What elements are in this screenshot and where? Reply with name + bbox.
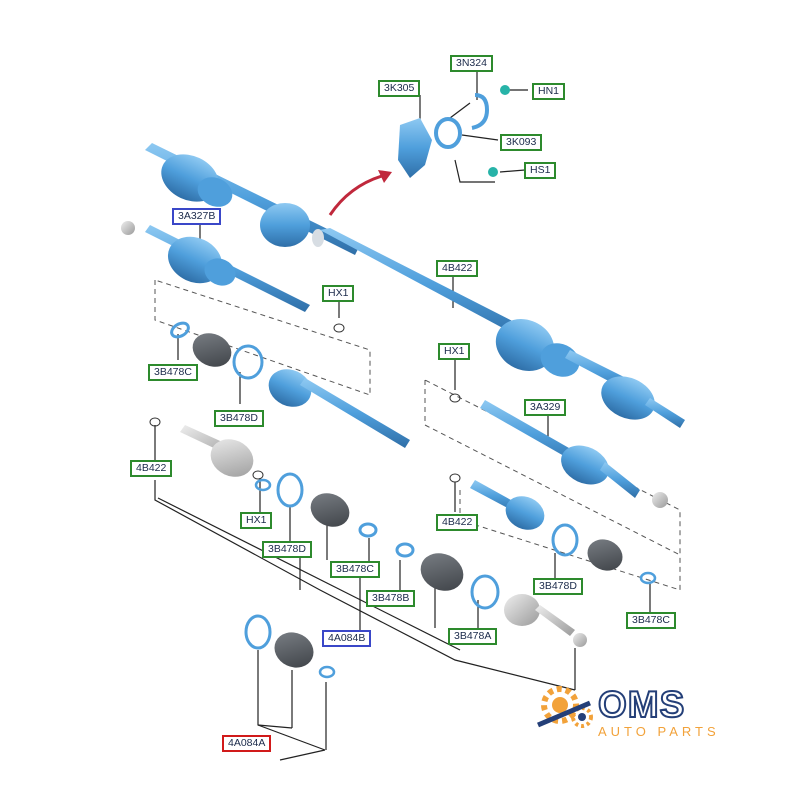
- lh-drive-shaft: [121, 221, 310, 312]
- part-label-3k093[interactable]: 3K093: [500, 134, 543, 151]
- part-label-3n324[interactable]: 3N324: [450, 55, 493, 72]
- part-label-3b478d[interactable]: 3B478D: [214, 410, 264, 427]
- part-label-3b478a[interactable]: 3B478A: [448, 628, 498, 645]
- part-label-hs1[interactable]: HS1: [524, 162, 557, 179]
- part-label-3b478c[interactable]: 3B478C: [626, 612, 676, 629]
- logo-tagline: AUTO PARTS: [598, 724, 720, 739]
- part-label-3b478c[interactable]: 3B478C: [330, 561, 380, 578]
- brand-logo: OMS AUTO PARTS: [526, 683, 786, 744]
- lower-exploded-parts: [149, 417, 657, 647]
- part-label-4a084a[interactable]: 4A084A: [222, 735, 272, 752]
- middle-exploded-parts: [449, 393, 668, 508]
- part-label-3b478d[interactable]: 3B478D: [262, 541, 312, 558]
- part-label-4b422[interactable]: 4B422: [436, 514, 479, 531]
- part-label-3b478b[interactable]: 3B478B: [366, 590, 416, 607]
- part-label-hx1[interactable]: HX1: [240, 512, 273, 529]
- part-label-4b422[interactable]: 4B422: [130, 460, 173, 477]
- knuckle-parts: [398, 85, 510, 178]
- part-label-3b478d[interactable]: 3B478D: [533, 578, 583, 595]
- rh-drive-shaft: [145, 143, 685, 428]
- part-label-3a329[interactable]: 3A329: [524, 399, 567, 416]
- leader-lines: [154, 72, 651, 761]
- bottom-kit-parts: [244, 614, 336, 679]
- part-label-hx1[interactable]: HX1: [322, 285, 355, 302]
- part-label-4a084b[interactable]: 4A084B: [322, 630, 372, 647]
- part-label-4b422[interactable]: 4B422: [436, 260, 479, 277]
- part-label-3b478c[interactable]: 3B478C: [148, 364, 198, 381]
- part-label-hn1[interactable]: HN1: [532, 83, 566, 100]
- upper-exploded-parts: [170, 321, 410, 448]
- logo-brand-text: OMS: [597, 683, 686, 726]
- direction-arrow: [328, 173, 386, 216]
- part-label-3k305[interactable]: 3K305: [378, 80, 421, 97]
- part-label-hx1[interactable]: HX1: [438, 343, 471, 360]
- logo-gear-icon: [537, 686, 593, 728]
- part-label-3a327b[interactable]: 3A327B: [172, 208, 222, 225]
